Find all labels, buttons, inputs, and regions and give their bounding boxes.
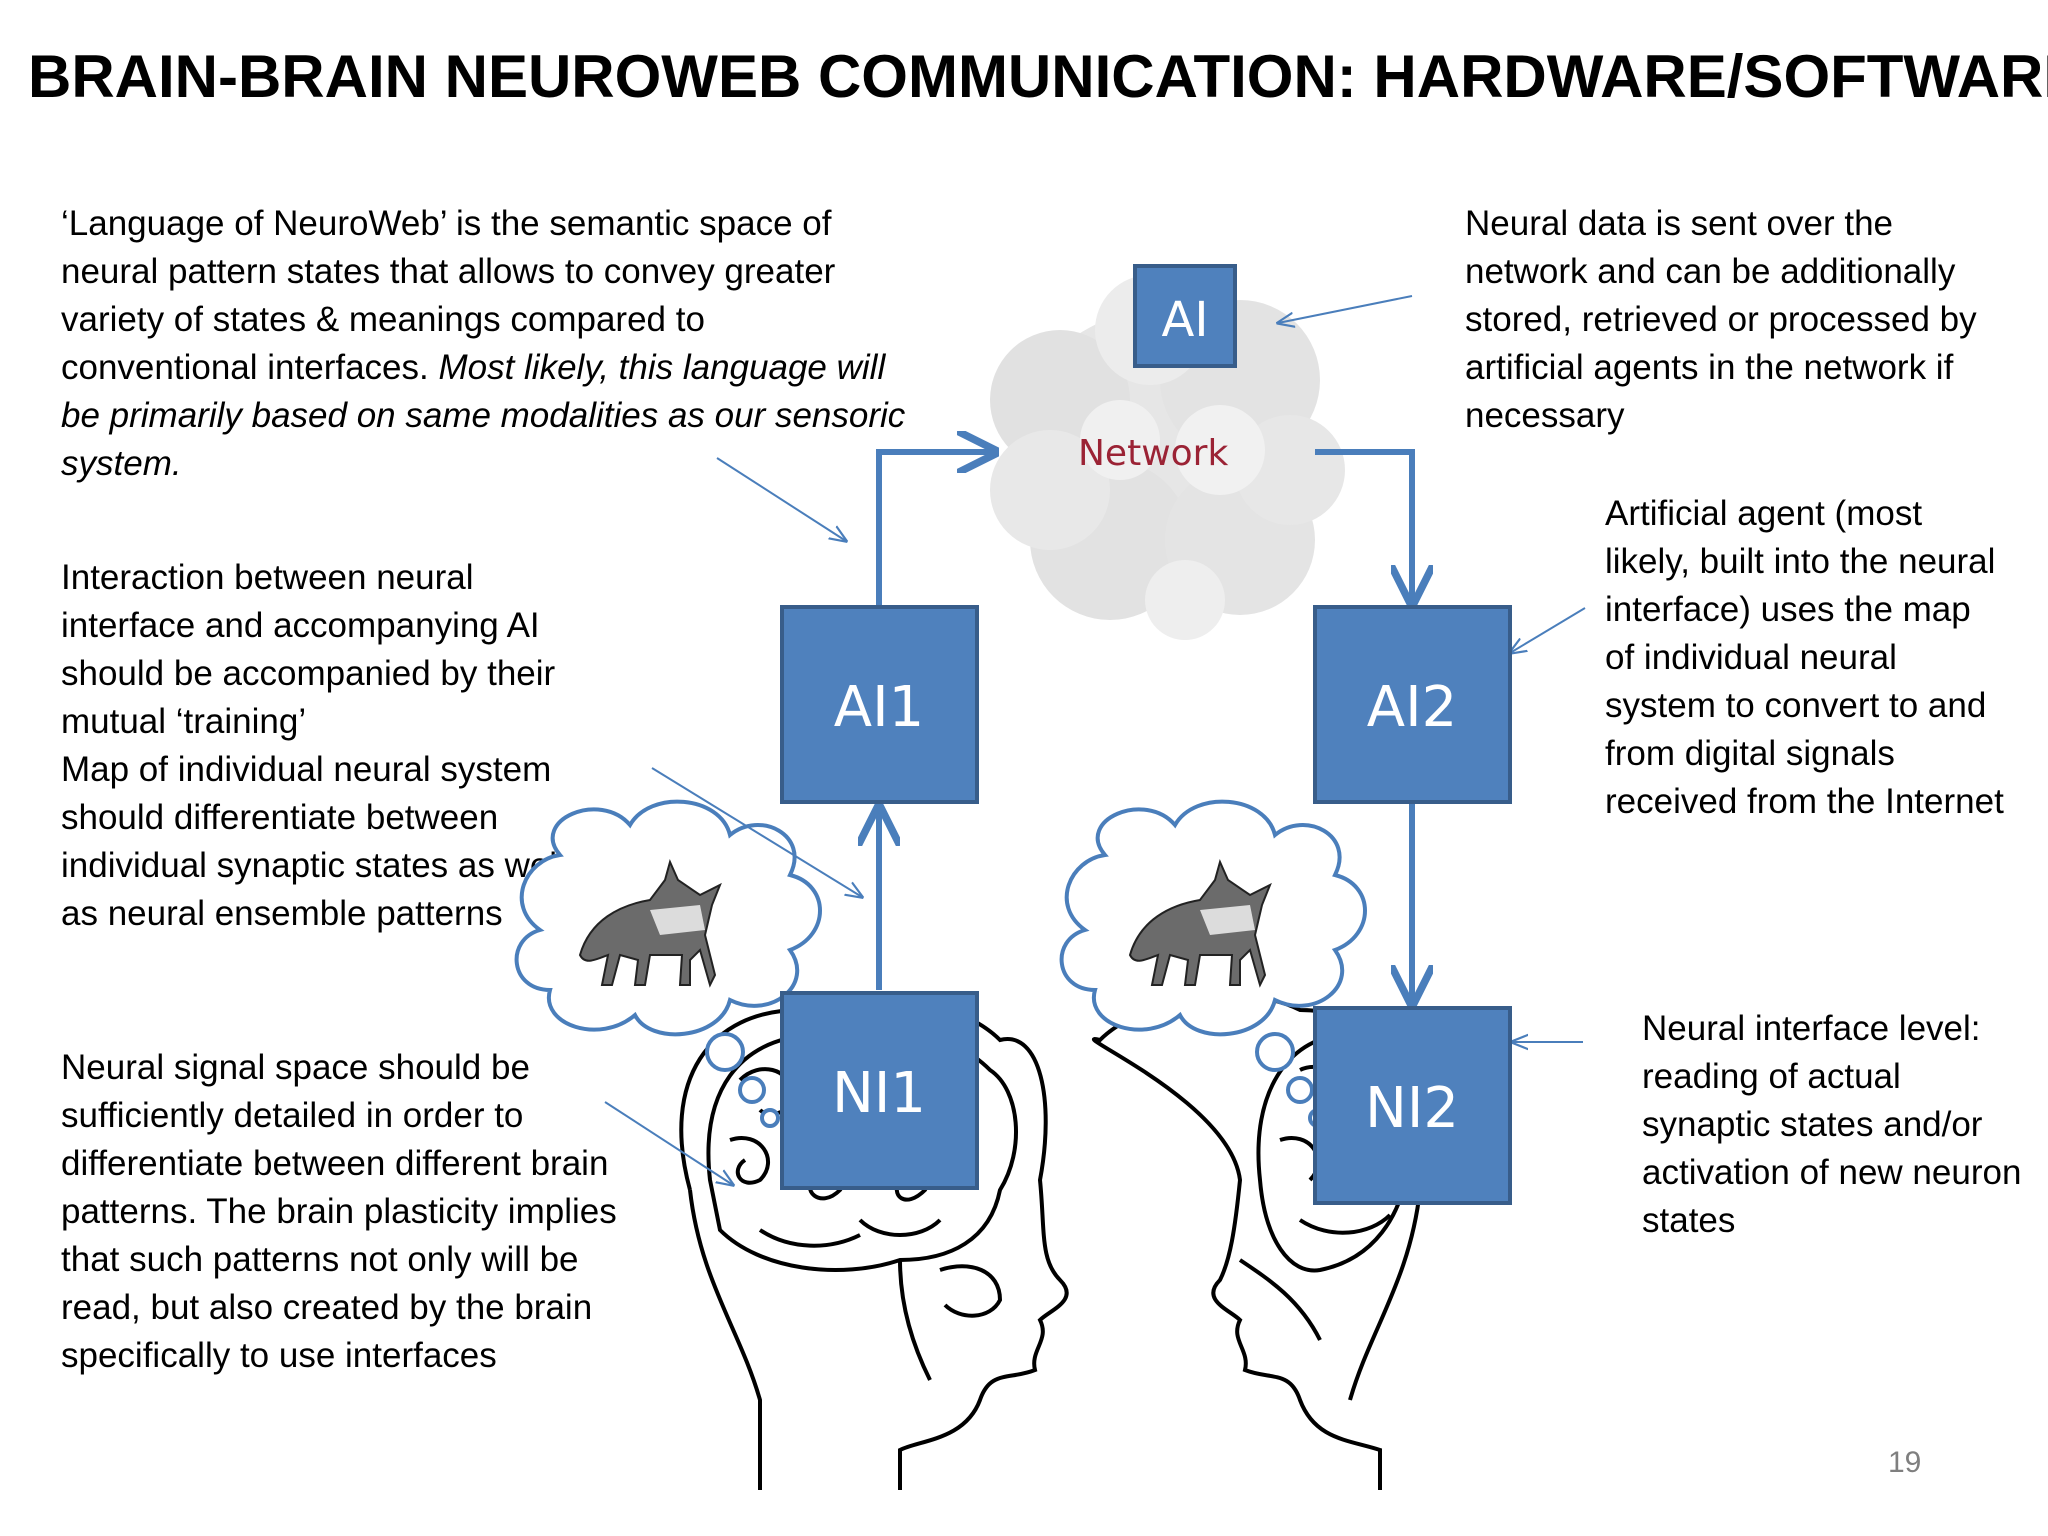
ai1-box: AI1: [780, 605, 979, 804]
ai-box: AI: [1133, 264, 1237, 368]
ni-level-text: Neural interface level: reading of actua…: [1642, 1009, 2022, 1240]
ni2-box-label: NI2: [1365, 1076, 1459, 1141]
pointer-map: [651, 767, 862, 897]
pointer-arrows: [604, 295, 1586, 1185]
signal-space-text: Neural signal space should be sufficient…: [61, 1048, 617, 1375]
pointer-signal: [604, 1101, 733, 1185]
network-label: Network: [1078, 433, 1228, 474]
flow-arrows: [879, 452, 1412, 1003]
network-data-text: Neural data is sent over the network and…: [1465, 204, 1977, 435]
pointer-language: [716, 457, 846, 541]
ni1-box-label: NI1: [832, 1061, 926, 1126]
pointer-artificial-agent: [1510, 607, 1586, 653]
slide-title: BRAIN-BRAIN NEUROWEB COMMUNICATION: HARD…: [28, 43, 2048, 110]
language-text: ‘Language of NeuroWeb’ is the semantic s…: [61, 204, 836, 387]
interaction-text: Interaction between neural interface and…: [61, 558, 556, 741]
left-thought-bubble: [514, 799, 822, 1128]
ai2-box: AI2: [1313, 605, 1512, 804]
howling-wolf-icon-left: [578, 859, 722, 988]
ai2-box-label: AI2: [1367, 675, 1457, 740]
arrow-ai1-to-network: [876, 452, 995, 605]
howling-wolf-icon-right: [1128, 859, 1272, 988]
map-text: Map of individual neural system should d…: [61, 750, 565, 933]
artificial-agent-text: Artificial agent (most likely, built int…: [1605, 494, 2004, 821]
language-text-italic: Most likely, this language will be prima…: [61, 348, 906, 483]
arrow-network-to-ai2: [1315, 449, 1412, 603]
ai-box-label: AI: [1162, 292, 1209, 348]
ai1-box-label: AI1: [834, 675, 924, 740]
language-text-block: ‘Language of NeuroWeb’ is the semantic s…: [61, 200, 911, 488]
pointer-network-data: [1278, 295, 1413, 323]
ni1-box: NI1: [780, 991, 979, 1190]
interaction-text-block: Interaction between neural interface and…: [61, 554, 601, 938]
page-number: 19: [1888, 1446, 1922, 1479]
ni2-box: NI2: [1313, 1006, 1512, 1205]
